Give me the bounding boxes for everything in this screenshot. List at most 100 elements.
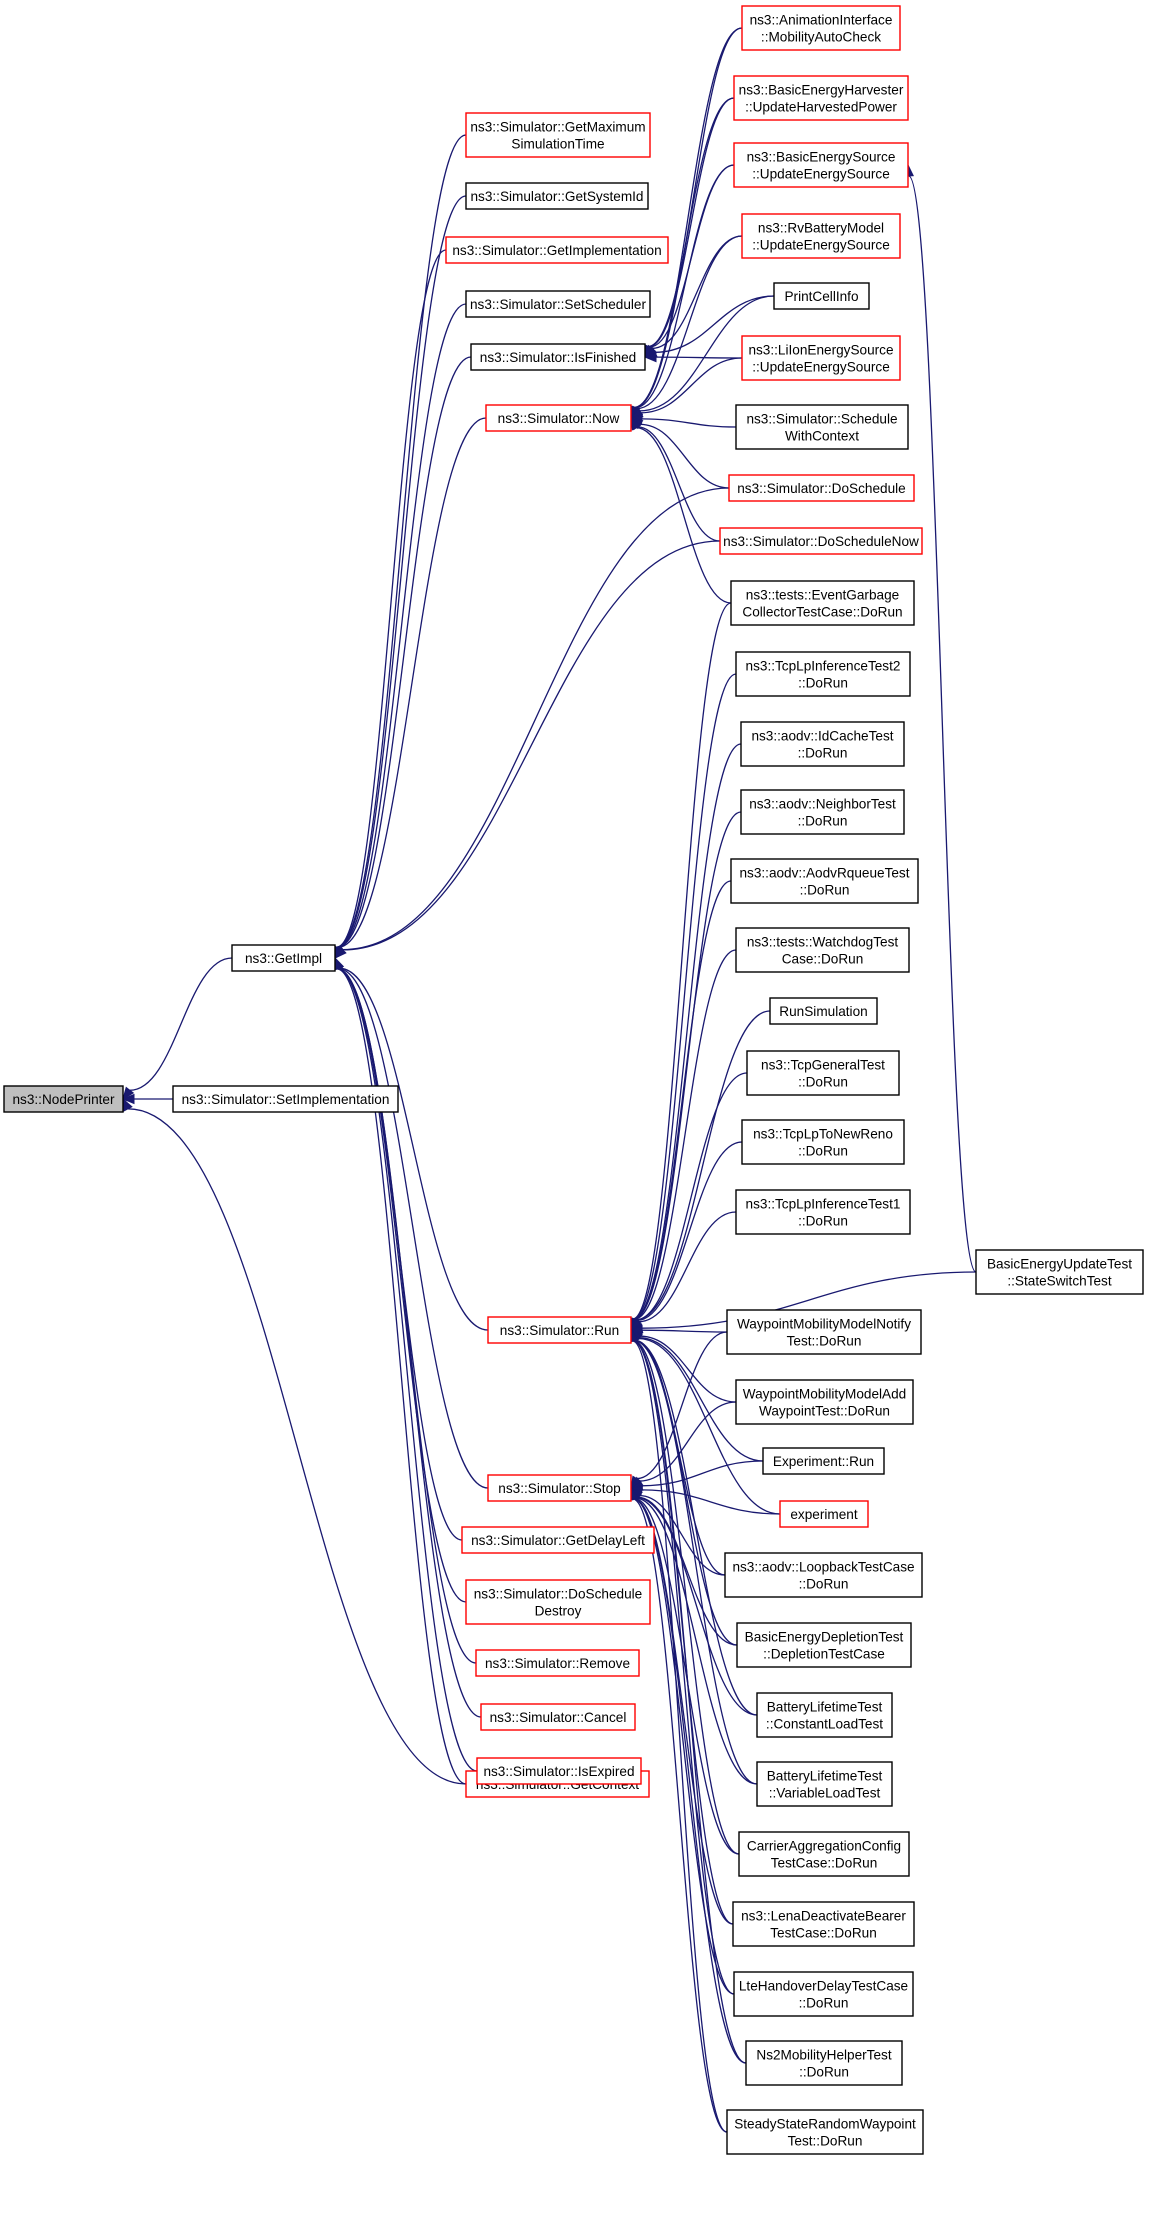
edge-line	[641, 1271, 977, 1329]
node-get-delay-left[interactable]: ns3::Simulator::GetDelayLeft	[461, 1526, 655, 1554]
node-label: BasicEnergyUpdateTest	[987, 1257, 1132, 1272]
edge-get-impl-to-cancel	[332, 956, 482, 1718]
node-experiment[interactable]: experiment	[779, 1500, 869, 1528]
node-label: ns3::GetImpl	[245, 951, 322, 966]
node-set-scheduler[interactable]: ns3::Simulator::SetScheduler	[465, 290, 651, 318]
edge-line	[637, 426, 721, 542]
node-update-harvested-power[interactable]: ns3::BasicEnergyHarvester::UpdateHarvest…	[733, 75, 909, 121]
edge-line	[638, 1211, 737, 1323]
node-get-system-id[interactable]: ns3::Simulator::GetSystemId	[465, 182, 649, 210]
node-remove[interactable]: ns3::Simulator::Remove	[475, 1649, 640, 1677]
node-do-schedule[interactable]: ns3::Simulator::DoSchedule	[728, 474, 915, 502]
edge-line	[641, 418, 737, 428]
node-mobility-auto-check[interactable]: ns3::AnimationInterface::MobilityAutoChe…	[741, 5, 901, 51]
edge-line	[633, 1498, 735, 1995]
node-box	[445, 236, 669, 264]
node-li-ion-update-energy-source[interactable]: ns3::LiIonEnergySource::UpdateEnergySour…	[741, 335, 901, 381]
node-event-garbage[interactable]: ns3::tests::EventGarbageCollectorTestCas…	[730, 580, 915, 626]
node-label: ns3::aodv::AodvRqueueTest	[739, 866, 909, 881]
node-variable-load-test[interactable]: BatteryLifetimeTest::VariableLoadTest	[756, 1761, 893, 1807]
node-box	[769, 997, 878, 1025]
edge-line	[338, 967, 489, 1489]
node-tcp-lp-inference1[interactable]: ns3::TcpLpInferenceTest1::DoRun	[735, 1189, 911, 1235]
node-label: SteadyStateRandomWaypoint	[734, 2117, 916, 2132]
node-box	[735, 1379, 914, 1425]
node-label: Test::DoRun	[788, 2134, 863, 2149]
node-set-implementation[interactable]: ns3::Simulator::SetImplementation	[172, 1085, 399, 1113]
node-label: PrintCellInfo	[784, 289, 858, 304]
node-get-impl[interactable]: ns3::GetImpl	[231, 944, 336, 972]
edge-run-to-tcp-lp-inference1	[630, 1211, 737, 1331]
node-box	[741, 1119, 905, 1165]
node-cancel[interactable]: ns3::Simulator::Cancel	[480, 1703, 636, 1731]
node-label: ns3::aodv::LoopbackTestCase	[732, 1560, 914, 1575]
node-label: Test::DoRun	[787, 1334, 862, 1349]
node-box	[475, 1649, 640, 1677]
node-label: ns3::TcpLpInferenceTest2	[746, 659, 901, 674]
node-depletion-test-case[interactable]: BasicEnergyDepletionTest::DepletionTestC…	[736, 1622, 912, 1668]
node-waypoint-add[interactable]: WaypointMobilityModelAddWaypointTest::Do…	[735, 1379, 914, 1425]
node-box	[756, 1692, 893, 1738]
node-label: ns3::TcpLpInferenceTest1	[746, 1197, 901, 1212]
edge-line	[637, 1496, 738, 1646]
node-run[interactable]: ns3::Simulator::Run	[487, 1316, 632, 1344]
node-ns2-mobility[interactable]: Ns2MobilityHelperTest::DoRun	[745, 2040, 903, 2086]
node-experiment-run[interactable]: Experiment::Run	[762, 1447, 885, 1475]
edge-line	[337, 417, 487, 949]
node-tcp-general-test[interactable]: ns3::TcpGeneralTest::DoRun	[746, 1050, 900, 1096]
node-is-finished[interactable]: ns3::Simulator::IsFinished	[470, 343, 646, 371]
node-box	[733, 142, 909, 188]
node-do-schedule-now[interactable]: ns3::Simulator::DoScheduleNow	[719, 527, 923, 555]
node-id-cache-test[interactable]: ns3::aodv::IdCacheTest::DoRun	[740, 721, 905, 767]
node-label: Ns2MobilityHelperTest	[756, 2048, 891, 2063]
node-lte-handover-delay[interactable]: LteHandoverDelayTestCase::DoRun	[733, 1971, 914, 2017]
node-label: ::DepletionTestCase	[763, 1647, 885, 1662]
node-neighbor-test[interactable]: ns3::aodv::NeighborTest::DoRun	[740, 789, 905, 835]
node-box	[487, 1316, 632, 1344]
edge-line	[641, 1460, 764, 1487]
node-aodv-rqueue-test[interactable]: ns3::aodv::AodvRqueueTest::DoRun	[730, 858, 919, 904]
node-node-printer[interactable]: ns3::NodePrinter	[3, 1085, 124, 1113]
node-basic-update-energy-source[interactable]: ns3::BasicEnergySource::UpdateEnergySour…	[733, 142, 909, 188]
node-label: ::DoRun	[798, 814, 848, 829]
node-label: ns3::LiIonEnergySource	[748, 343, 893, 358]
node-label: WaypointMobilityModelAdd	[743, 1387, 906, 1402]
edge-line	[635, 1072, 748, 1321]
node-now[interactable]: ns3::Simulator::Now	[485, 404, 632, 432]
node-box	[726, 1309, 922, 1355]
node-run-simulation[interactable]: RunSimulation	[769, 997, 878, 1025]
node-label: ns3::Simulator::DoScheduleNow	[723, 534, 919, 549]
edge-get-impl-to-is-expired	[331, 956, 478, 1772]
node-box	[465, 112, 651, 158]
edge-line	[634, 1497, 740, 1855]
node-label: ns3::Simulator::Schedule	[746, 412, 897, 427]
node-constant-load-test[interactable]: BatteryLifetimeTest::ConstantLoadTest	[756, 1692, 893, 1738]
node-is-expired[interactable]: ns3::Simulator::IsExpired	[476, 1757, 642, 1785]
node-box	[465, 1579, 651, 1625]
edge-line	[641, 1329, 728, 1333]
node-get-implementation[interactable]: ns3::Simulator::GetImplementation	[445, 236, 669, 264]
node-rv-update-energy-source[interactable]: ns3::RvBatteryModel::UpdateEnergySource	[741, 213, 901, 259]
node-loopback-test-case[interactable]: ns3::aodv::LoopbackTestCase::DoRun	[724, 1552, 923, 1598]
node-stop[interactable]: ns3::Simulator::Stop	[487, 1474, 632, 1502]
edge-get-impl-to-get-system-id	[331, 195, 467, 960]
edge-line	[342, 540, 721, 951]
edge-arrowhead	[334, 946, 347, 959]
node-tcp-lp-to-new-reno[interactable]: ns3::TcpLpToNewReno::DoRun	[741, 1119, 905, 1165]
node-print-cell-info[interactable]: PrintCellInfo	[773, 282, 870, 310]
node-label: ns3::BasicEnergySource	[747, 150, 896, 165]
edge-basic-update-energy-source-to-state-switch-test	[903, 163, 977, 1273]
node-label: ns3::Simulator::Now	[498, 411, 620, 426]
node-box	[461, 1526, 655, 1554]
node-tcp-lp-inference2[interactable]: ns3::TcpLpInferenceTest2::DoRun	[735, 651, 911, 697]
node-state-switch-test[interactable]: BasicEnergyUpdateTest::StateSwitchTest	[975, 1249, 1144, 1295]
edge-line	[633, 949, 737, 1321]
